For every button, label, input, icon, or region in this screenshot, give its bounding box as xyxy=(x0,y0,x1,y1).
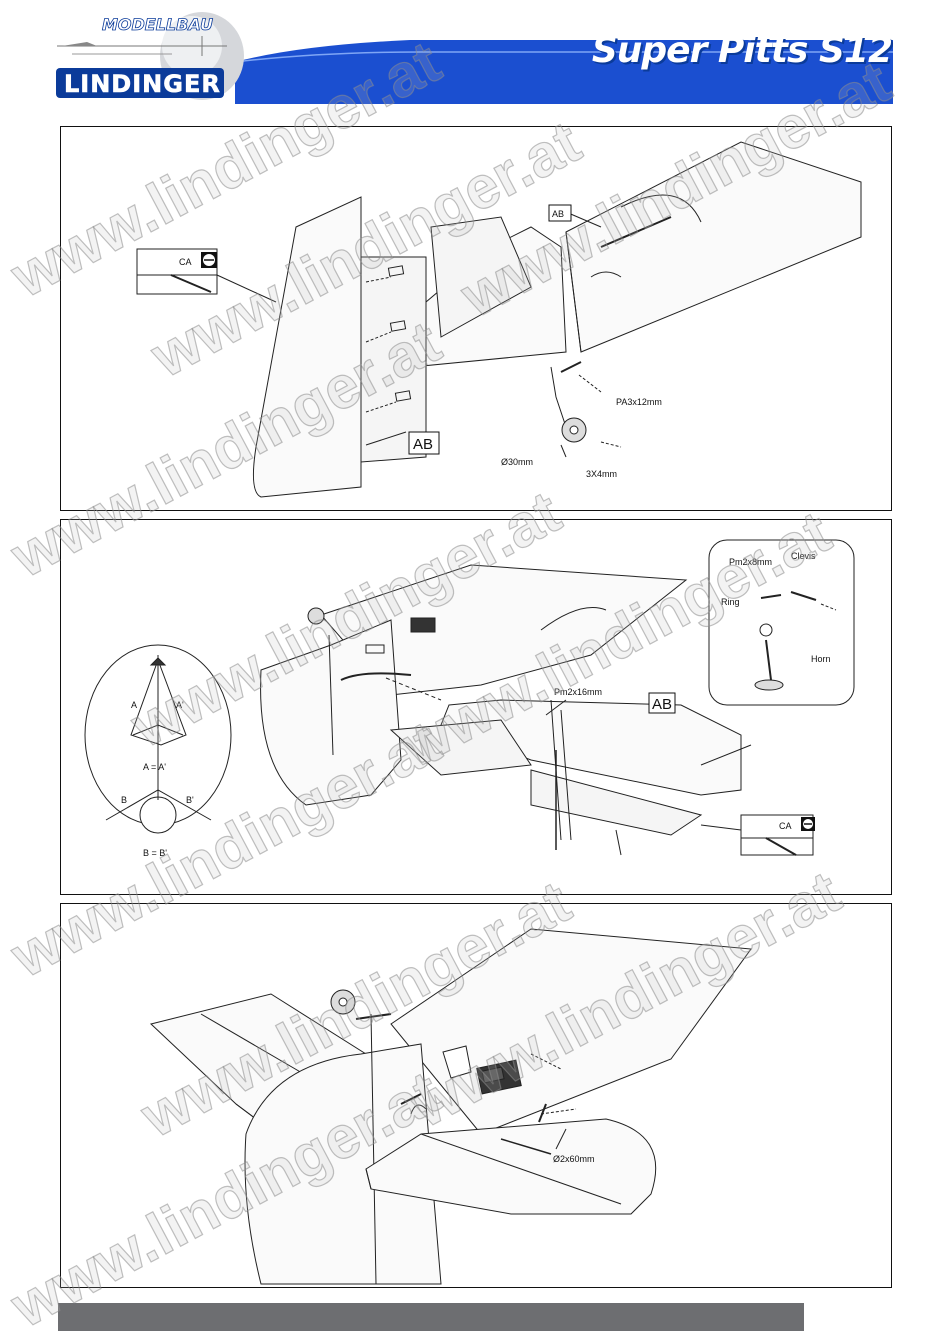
stabilizer-diagram: CA AB Pm2x16mm Pm2x8mm Clevis Ring Horn … xyxy=(84,539,855,858)
page-header: MODELLBAU LINDINGER Super Pitts S12 xyxy=(0,0,950,110)
ca-label-2: CA xyxy=(779,821,792,831)
clevis-label: Clevis xyxy=(791,551,816,561)
step-panel-tail-fin: CA AB AB PA3x12mm Ø30mm 3X4mm xyxy=(60,126,892,511)
a-label: A xyxy=(131,700,137,710)
screw-label: PA3x12mm xyxy=(616,397,662,407)
footer-bar xyxy=(58,1303,804,1331)
tail-fin-diagram: CA AB AB PA3x12mm Ø30mm 3X4mm xyxy=(136,141,862,498)
header-banner xyxy=(234,40,893,104)
lindinger-logo: MODELLBAU LINDINGER xyxy=(52,6,252,104)
step-panel-elevator-servo: Ø2x60mm xyxy=(60,903,892,1288)
pm2x16-label: Pm2x16mm xyxy=(554,687,602,697)
step-panel-stabilizer: CA AB Pm2x16mm Pm2x8mm Clevis Ring Horn … xyxy=(60,519,892,895)
ring-label: Ring xyxy=(721,597,740,607)
a-prime-label: A' xyxy=(176,700,184,710)
elevator-servo-diagram: Ø2x60mm xyxy=(149,928,752,1285)
logo-bottom-text: LINDINGER xyxy=(64,70,221,98)
ca-label-1: CA xyxy=(179,257,192,267)
rod-size-label: Ø2x60mm xyxy=(553,1154,595,1164)
ab-label-stab: AB xyxy=(652,696,672,713)
b-equals-label: B = B' xyxy=(143,848,167,858)
horn-label: Horn xyxy=(811,654,831,664)
ab-label-top: AB xyxy=(552,209,564,219)
b-prime-label: B' xyxy=(186,795,194,805)
a-equals-label: A = A' xyxy=(143,762,166,772)
page-title: Super Pitts S12 xyxy=(591,30,893,71)
b-label: B xyxy=(121,795,127,805)
logo-top-text: MODELLBAU xyxy=(102,15,213,34)
wheel-size-label: Ø30mm xyxy=(501,457,533,467)
pm2x8-label: Pm2x8mm xyxy=(729,557,772,567)
ab-label-bottom: AB xyxy=(413,436,433,453)
collar-size-label: 3X4mm xyxy=(586,469,617,479)
